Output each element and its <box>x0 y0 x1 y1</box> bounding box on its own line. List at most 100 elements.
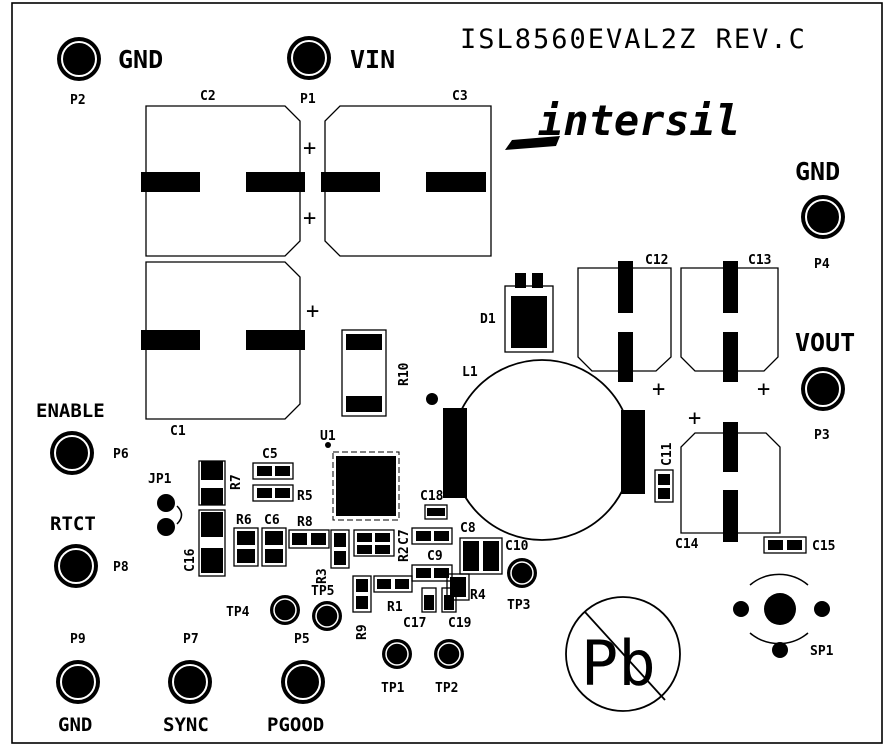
ref-r6: R6 <box>236 513 252 528</box>
polarity-mark: + <box>688 406 701 431</box>
connector-rtct[interactable]: RTCT P8 <box>50 513 129 588</box>
connector-ref-p3: P3 <box>814 428 830 443</box>
resistor-r5: R5 <box>252 484 313 504</box>
ref-c5: C5 <box>262 447 278 462</box>
ref-c14: C14 <box>675 537 699 552</box>
capacitor-c14: C14 <box>675 422 781 552</box>
ref-u1: U1 <box>320 429 336 444</box>
jumper-jp1[interactable]: JP1 <box>148 472 183 536</box>
ref-l1: L1 <box>462 365 478 380</box>
pb-free-mark: Pb <box>565 596 681 712</box>
resistor-r4: R4 <box>446 573 486 603</box>
ref-c10: C10 <box>505 539 529 554</box>
capacitor-c19: C19 <box>441 587 471 631</box>
inductor-l1: L1 <box>426 359 645 541</box>
board-title: ISL8560EVAL2Z REV.C <box>460 24 807 55</box>
polarity-mark: + <box>306 299 319 324</box>
capacitor-c6: C6 <box>261 513 287 567</box>
ref-r8: R8 <box>297 515 313 530</box>
ref-c18: C18 <box>420 489 444 504</box>
resistor-r7: R7 <box>198 460 244 506</box>
connector-gnd-in[interactable]: GND P2 <box>57 37 163 108</box>
ref-c12: C12 <box>645 253 668 268</box>
resistor-r2: R2 <box>353 529 412 562</box>
connector-label-enable: ENABLE <box>36 400 105 422</box>
polarity-mark: + <box>757 377 770 402</box>
connector-pgood[interactable]: P5 PGOOD <box>267 632 325 736</box>
ref-tp5: TP5 <box>311 584 334 599</box>
connector-label-sync: SYNC <box>163 714 209 736</box>
ref-c17: C17 <box>403 616 426 631</box>
connector-ref-p9: P9 <box>70 632 86 647</box>
ref-c1: C1 <box>170 424 186 439</box>
capacitor-c16: C16 <box>183 509 226 577</box>
testpoint-tp2[interactable]: TP2 <box>434 639 464 696</box>
connector-ref-p1: P1 <box>300 92 316 107</box>
ref-c8: C8 <box>460 521 476 536</box>
ref-c13: C13 <box>748 253 771 268</box>
ref-r7: R7 <box>229 474 244 490</box>
ref-c2: C2 <box>200 89 216 104</box>
testpoint-tp5[interactable]: TP5 <box>311 584 342 631</box>
connector-label-vout: VOUT <box>795 328 855 357</box>
capacitor-c12: C12 <box>577 253 672 382</box>
testpoint-tp4[interactable]: TP4 <box>226 595 300 625</box>
connector-ref-p2: P2 <box>70 93 86 108</box>
pb-free-text: Pb <box>581 627 656 700</box>
capacitor-c5: C5 <box>252 447 294 480</box>
ref-c15: C15 <box>812 539 835 554</box>
connector-label-rtct: RTCT <box>50 513 96 535</box>
resistor-r8: R8 <box>288 515 330 549</box>
ref-c7: C7 <box>397 529 412 545</box>
connector-label-vin: VIN <box>350 45 395 74</box>
ref-r5: R5 <box>297 489 313 504</box>
capacitor-c18: C18 <box>420 489 448 520</box>
ref-tp1: TP1 <box>381 681 405 696</box>
testpoint-tp3[interactable]: TP3 <box>507 558 537 613</box>
ref-c3: C3 <box>452 89 468 104</box>
ref-r10: R10 <box>397 362 412 386</box>
connector-ref-p6: P6 <box>113 447 129 462</box>
resistor-r6: R6 <box>233 513 259 567</box>
connector-ref-p5: P5 <box>294 632 310 647</box>
connector-gnd-bottom[interactable]: P9 GND <box>56 632 100 736</box>
connector-label-gnd-bottom: GND <box>58 714 92 736</box>
ref-c11: C11 <box>660 442 675 466</box>
connector-label-gnd-in: GND <box>118 45 163 74</box>
connector-enable[interactable]: ENABLE P6 <box>36 400 129 475</box>
resistor-r9: R9 <box>352 575 372 640</box>
resistor-r1: R1 <box>373 575 413 615</box>
ref-tp4: TP4 <box>226 605 250 620</box>
connector-vout[interactable]: VOUT P3 <box>795 328 855 443</box>
ref-r4: R4 <box>470 588 486 603</box>
capacitor-c13: C13 <box>680 253 779 382</box>
connector-gnd-out[interactable]: GND P4 <box>795 157 845 272</box>
scope-probe-sp1[interactable]: SP1 <box>733 573 834 659</box>
ref-r3: R3 <box>315 568 330 584</box>
ref-tp3: TP3 <box>507 598 530 613</box>
capacitor-c8: C8 <box>411 521 476 545</box>
polarity-mark: + <box>303 136 316 161</box>
ref-c9: C9 <box>427 549 443 564</box>
ref-tp2: TP2 <box>435 681 458 696</box>
resistor-r3: R3 <box>315 529 350 584</box>
capacitor-c9: C9 <box>411 549 453 582</box>
board-outline <box>11 2 883 744</box>
logo-text: intersil <box>538 96 740 145</box>
capacitor-c1: C1 <box>141 261 305 439</box>
testpoint-tp1[interactable]: TP1 <box>381 639 412 696</box>
capacitor-c10: C10 <box>459 537 529 575</box>
connector-vin[interactable]: VIN P1 <box>287 36 395 107</box>
connector-sync[interactable]: P7 SYNC <box>163 632 212 736</box>
connector-ref-p8: P8 <box>113 560 129 575</box>
capacitor-c11: C11 <box>654 442 675 503</box>
resistor-r10: R10 <box>341 329 412 417</box>
connector-label-pgood: PGOOD <box>267 714 324 736</box>
polarity-mark: + <box>303 206 316 231</box>
ref-d1: D1 <box>480 312 496 327</box>
ic-u1: U1 <box>320 429 400 521</box>
capacitor-c2: C2 <box>141 89 305 257</box>
ref-c6: C6 <box>264 513 280 528</box>
intersil-logo: intersil <box>505 96 740 150</box>
